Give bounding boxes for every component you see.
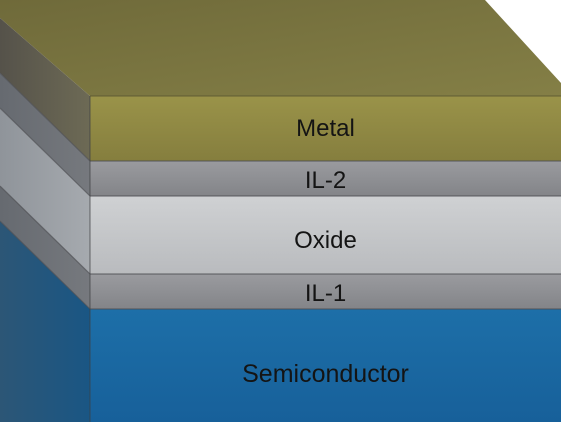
metal-front-face	[90, 96, 561, 161]
oxide-side-face	[0, 108, 90, 274]
il1-side-face	[0, 186, 90, 309]
oxide-front-face	[90, 196, 561, 274]
metal-layer-label: Metal	[296, 115, 355, 142]
oxide-layer-label: Oxide	[294, 227, 357, 254]
metal-top-face	[0, 0, 561, 96]
metal-side-face	[0, 18, 90, 161]
il2-layer-label: IL-2	[304, 167, 347, 194]
il1-layer-label: IL-1	[304, 280, 347, 307]
il1-front-face	[90, 274, 561, 309]
semiconductor-side-face	[0, 221, 90, 422]
layer-boundaries	[0, 72, 561, 310]
semiconductor-front-face	[90, 309, 561, 422]
semiconductor-layer-label: Semiconductor	[242, 360, 409, 388]
il2-front-face	[90, 161, 561, 196]
il2-side-face	[0, 73, 90, 196]
